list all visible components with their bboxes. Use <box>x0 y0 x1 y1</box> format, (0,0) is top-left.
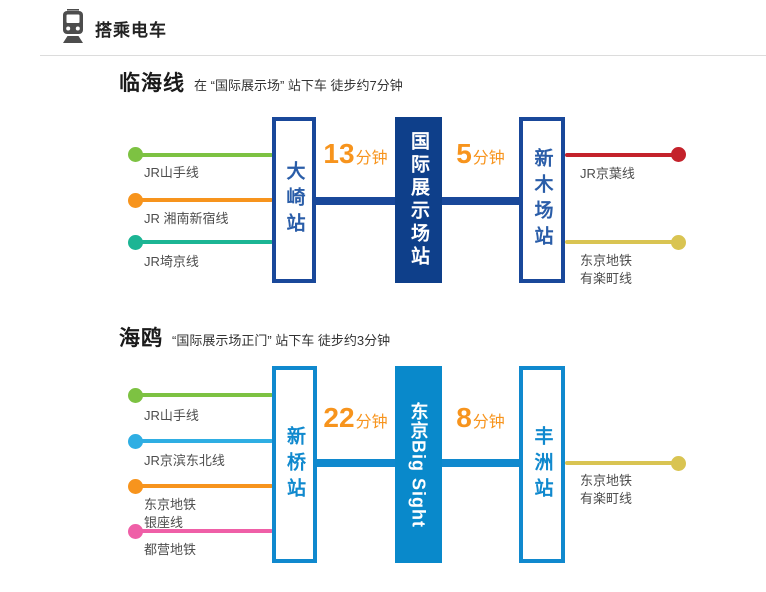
duration-value: 13 <box>323 138 355 169</box>
line-bar <box>137 152 273 157</box>
line-bar <box>137 529 273 533</box>
line-dot <box>128 478 143 494</box>
route-connector <box>440 197 520 205</box>
line-dot <box>128 147 143 162</box>
station-name: 新桥站 <box>284 425 305 504</box>
duration-value: 8 <box>456 402 472 433</box>
station-name: 国际展示场站 <box>408 131 429 269</box>
duration-unit: 分钟 <box>355 414 388 431</box>
line-bar <box>137 240 273 245</box>
station-name: 丰洲站 <box>531 425 553 504</box>
section-rinkai-subtitle: 在 “国际展示场” 站下车 徒步约7分钟 <box>194 78 403 93</box>
line-bar <box>137 484 273 488</box>
station-box-toyosu: 丰洲站 <box>519 366 565 563</box>
header-divider <box>40 55 766 56</box>
line-dot <box>128 192 143 208</box>
line-dot <box>671 147 686 162</box>
duration-badge: 8 分钟 <box>442 404 519 432</box>
line-bar <box>565 240 675 245</box>
page-title: 搭乘电车 <box>95 21 167 40</box>
line-dot <box>671 455 686 471</box>
duration-unit: 分钟 <box>472 150 505 167</box>
line-bar <box>565 152 675 157</box>
line-dot <box>671 234 686 250</box>
section-yurikamome-subtitle: “国际展示场正门” 站下车 徒步约3分钟 <box>172 333 391 348</box>
route-connector <box>314 459 396 467</box>
section-yurikamome-title: 海鸥 <box>119 327 163 350</box>
line-label: 东京地铁 有楽町线 <box>580 472 632 508</box>
duration-badge: 22 分钟 <box>316 404 395 432</box>
station-name: 新木场站 <box>531 148 553 252</box>
line-dot <box>128 234 143 250</box>
line-label: JR山手线 <box>144 408 199 423</box>
line-label-row2: 有楽町线 <box>580 271 633 286</box>
duration-badge: 13 分钟 <box>316 140 395 168</box>
line-bar <box>137 439 273 443</box>
train-icon <box>57 9 89 45</box>
duration-unit: 分钟 <box>472 414 505 431</box>
station-name: 东京Big Sight <box>408 401 429 528</box>
station-box-kokusai-tenjijo: 国际展示场站 <box>395 117 442 283</box>
line-label: 都营地铁 <box>144 542 197 557</box>
line-bar <box>565 461 675 465</box>
duration-value: 5 <box>456 138 472 169</box>
station-name: 大崎站 <box>283 161 305 239</box>
line-bar <box>137 198 273 202</box>
line-label: 东京地铁 有楽町线 <box>580 252 632 288</box>
line-label: 东京地铁 银座线 <box>144 496 196 532</box>
station-box-shimbashi: 新桥站 <box>272 366 317 563</box>
duration-value: 22 <box>323 402 355 433</box>
line-bar <box>137 393 273 397</box>
line-label: JR山手线 <box>144 165 199 180</box>
section-yurikamome-heading: 海鸥 “国际展示场正门” 站下车 徒步约3分钟 <box>119 322 390 352</box>
line-label: JR京葉线 <box>580 166 635 181</box>
line-dot <box>128 387 143 403</box>
line-label-row1: 东京地铁 <box>580 253 633 268</box>
duration-unit: 分钟 <box>355 150 388 167</box>
line-label-row2: 有楽町线 <box>580 491 633 506</box>
station-box-tokyo-big-sight: 东京Big Sight <box>395 366 442 563</box>
route-connector <box>314 197 396 205</box>
line-label-row1: 东京地铁 <box>580 473 633 488</box>
line-label: JR 湘南新宿线 <box>144 211 229 226</box>
line-label-row1: 东京地铁 <box>144 497 197 512</box>
station-box-osaki: 大崎站 <box>272 117 316 283</box>
line-label: JR京滨东北线 <box>144 453 225 468</box>
line-label: JR埼京线 <box>144 254 199 269</box>
section-rinkai-title: 临海线 <box>119 72 185 95</box>
duration-badge: 5 分钟 <box>442 140 519 168</box>
station-box-shin-kiba: 新木场站 <box>519 117 565 283</box>
route-connector <box>440 459 520 467</box>
line-label-row2: 银座线 <box>144 515 184 530</box>
section-rinkai-heading: 临海线 在 “国际展示场” 站下车 徒步约7分钟 <box>119 67 403 97</box>
line-dot <box>128 433 143 449</box>
line-dot <box>128 523 143 539</box>
